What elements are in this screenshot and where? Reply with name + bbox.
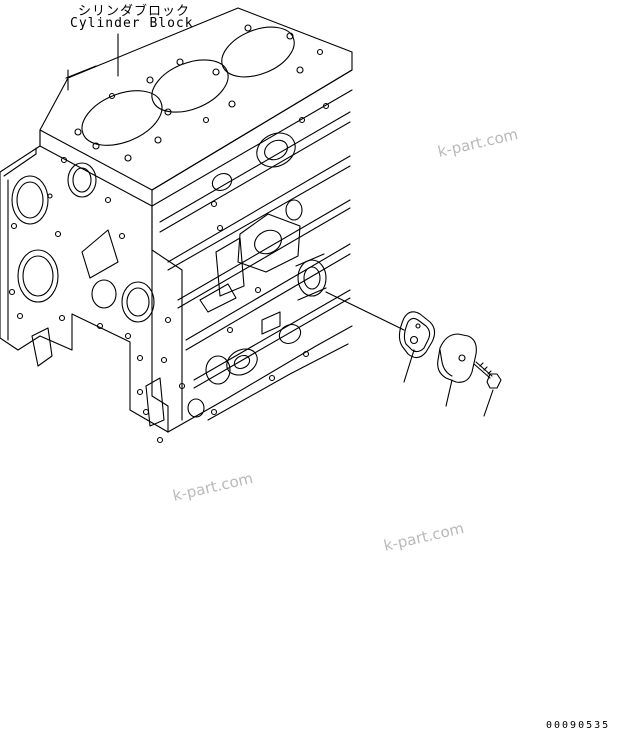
deck-bolt-holes <box>74 24 324 162</box>
front-bore-mid <box>67 162 97 198</box>
side-mount-pad <box>237 213 301 273</box>
front-plate-bolt-holes <box>8 156 186 444</box>
plate-callout-line <box>445 379 453 407</box>
block-top-deck <box>39 7 353 191</box>
front-plate-window <box>81 229 119 279</box>
cover-plate <box>437 333 477 407</box>
front-bore-upper <box>11 175 49 225</box>
gasket <box>398 311 436 383</box>
side-port-lower <box>226 348 258 376</box>
cylinder-block <box>0 7 353 444</box>
bolt-callout-line <box>483 389 494 417</box>
block-side-ribs <box>159 111 351 389</box>
front-plate <box>0 129 169 433</box>
side-bolt-holes <box>210 102 330 416</box>
title-japanese: シリンダブロック <box>78 4 191 19</box>
assembly-leader-line <box>325 291 405 331</box>
cylinder-bore-3 <box>221 26 295 78</box>
bolt <box>473 361 502 417</box>
title-english: Cylinder Block <box>70 16 194 31</box>
side-port-mid <box>297 259 327 297</box>
drawing-code: 00090535 <box>546 720 611 731</box>
front-bore-side <box>121 281 155 323</box>
front-bore-lower <box>17 249 59 303</box>
side-port-upper <box>256 132 296 168</box>
gasket-callout-line <box>403 349 415 383</box>
cylinder-bore-1 <box>81 90 163 146</box>
